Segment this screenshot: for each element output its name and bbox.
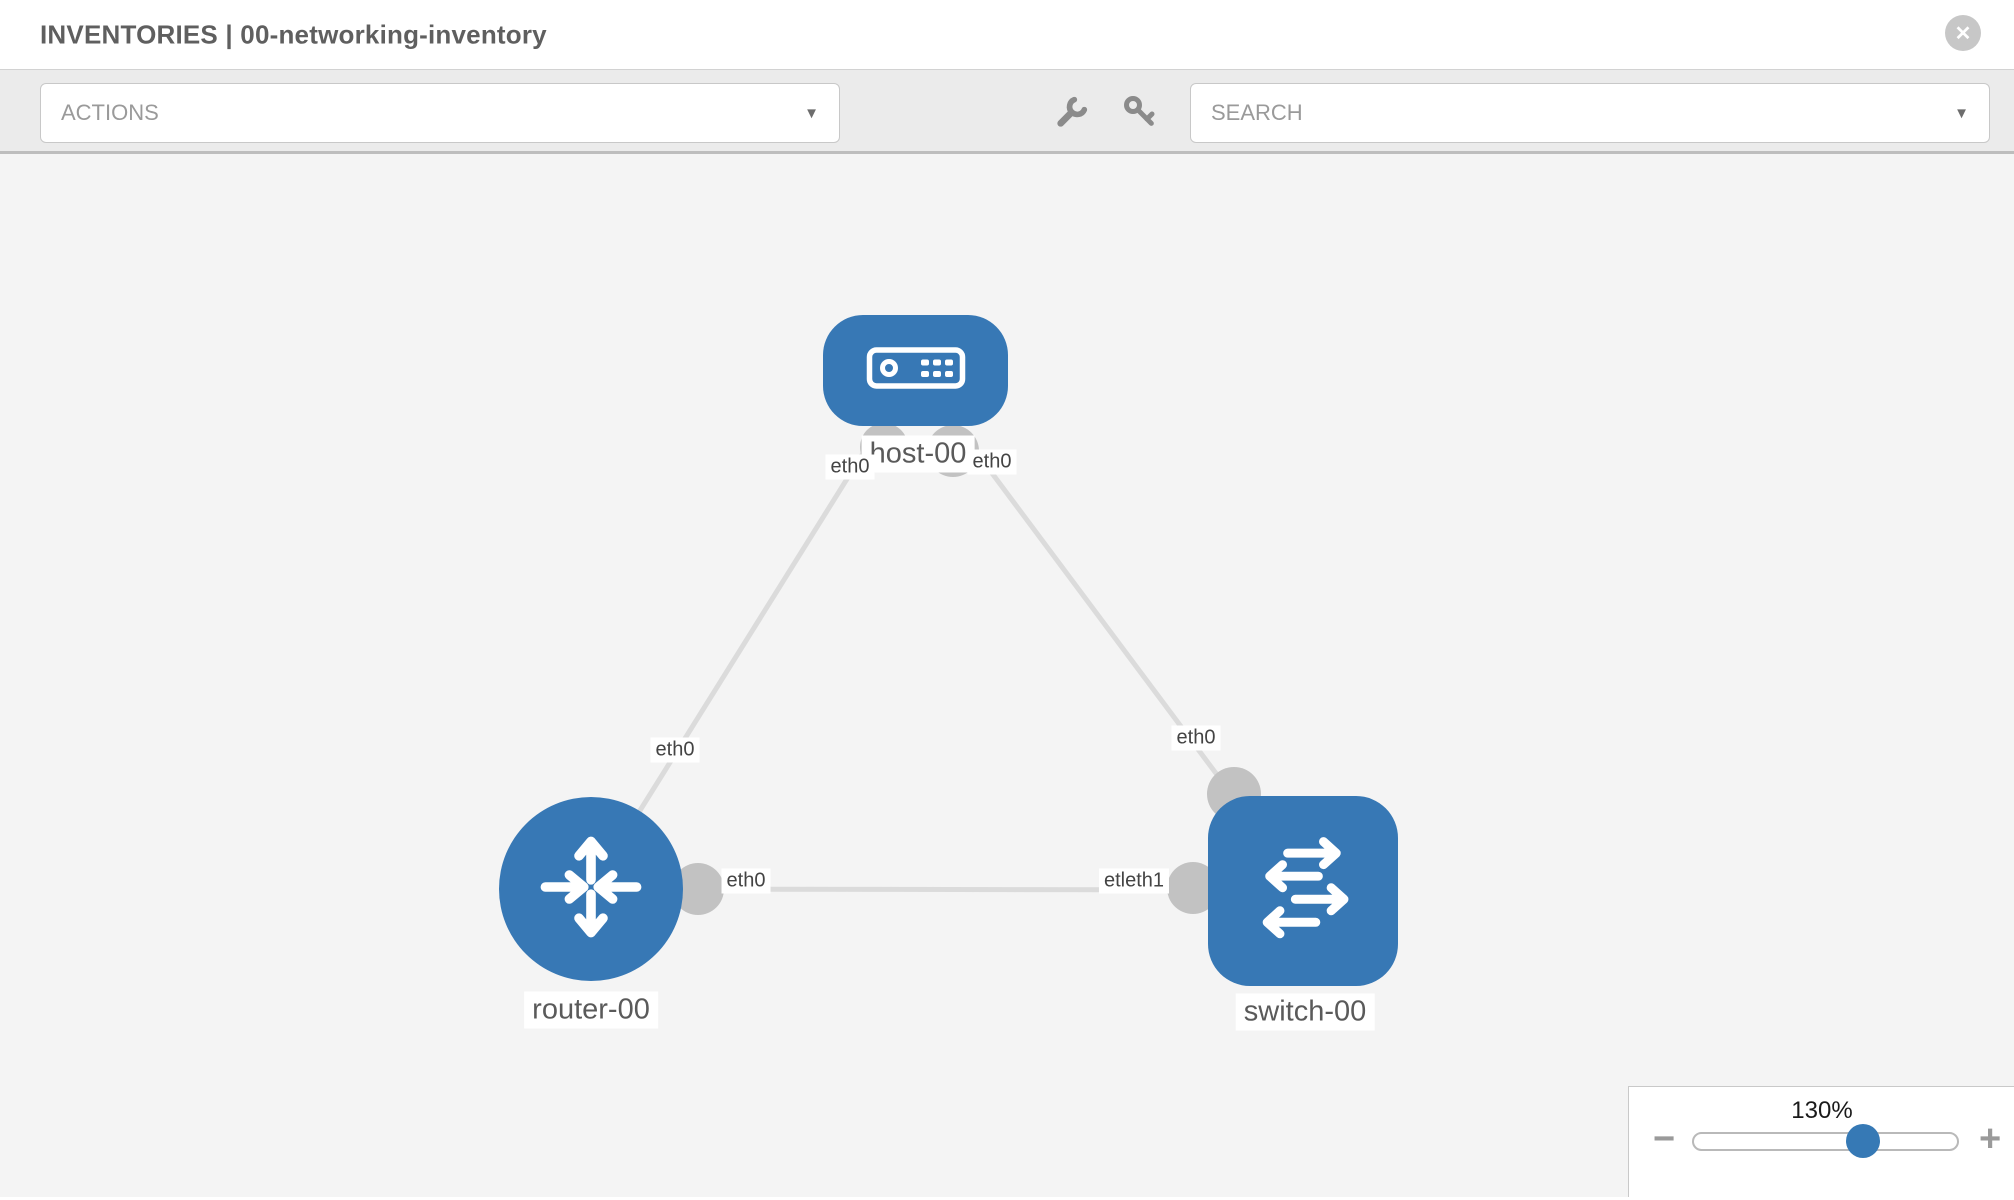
interface-label-router-mid: eth0 [721, 868, 771, 894]
interface-endpoint [672, 863, 724, 915]
search-dropdown[interactable]: SEARCH ▼ [1190, 83, 1990, 143]
zoom-level-value: 130% [1791, 1097, 1853, 1124]
node-label-router: router-00 [524, 991, 658, 1029]
host-device-icon [866, 346, 966, 395]
node-label-switch: switch-00 [1235, 993, 1375, 1031]
node-host-00[interactable] [823, 315, 1008, 426]
page-header: INVENTORIES | 00-networking-inventory ✕ [0, 0, 2014, 70]
chevron-down-icon: ▼ [804, 104, 819, 122]
actions-dropdown[interactable]: ACTIONS ▼ [40, 83, 840, 143]
zoom-in-button[interactable]: + [1979, 1118, 2002, 1160]
page-title: INVENTORIES | 00-networking-inventory [40, 19, 547, 49]
toolbar: ACTIONS ▼ SEARCH ▼ [0, 70, 2014, 154]
close-icon[interactable]: ✕ [1945, 15, 1981, 51]
close-x-glyph: ✕ [1954, 22, 1972, 45]
wrench-icon[interactable] [1052, 92, 1092, 132]
switch-arrows-icon [1239, 825, 1367, 958]
zoom-slider-track[interactable] [1692, 1132, 1959, 1151]
actions-dropdown-label: ACTIONS [61, 100, 159, 125]
node-label-host: host-00 [861, 435, 975, 473]
node-router-00[interactable] [499, 797, 683, 981]
key-icon[interactable] [1120, 92, 1160, 132]
topology-canvas[interactable]: host-00 router-00 switch-00 eth0 eth0 et… [0, 154, 2014, 1197]
zoom-control-panel: 130% − + [1628, 1086, 2014, 1197]
search-dropdown-label: SEARCH [1211, 100, 1303, 125]
interface-label-host-right: eth0 [967, 449, 1017, 475]
chevron-down-icon: ▼ [1954, 104, 1969, 122]
topology-edges [588, 368, 1306, 915]
interface-label-router-uplink: eth0 [650, 737, 700, 763]
router-arrows-icon [531, 827, 651, 952]
interface-endpoint [1167, 862, 1219, 914]
interface-label-host-left: eth0 [825, 454, 875, 480]
zoom-slider-thumb[interactable] [1846, 1124, 1880, 1158]
zoom-out-button[interactable]: − [1653, 1118, 1676, 1160]
node-switch-00[interactable] [1208, 796, 1398, 986]
interface-label-switch-uplink: eth0 [1171, 725, 1221, 751]
interface-label-switch-mid: etleth1 [1098, 868, 1170, 894]
